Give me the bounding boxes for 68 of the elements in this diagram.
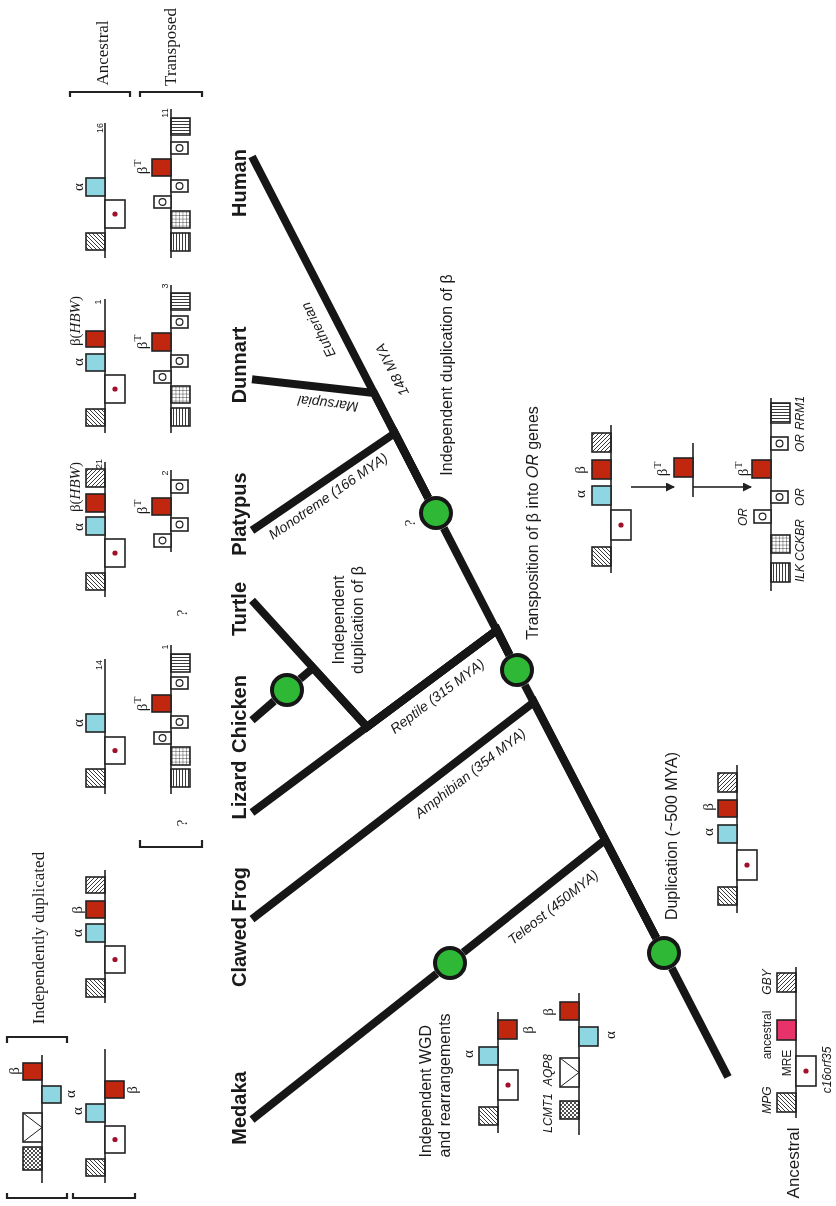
gene-label: β <box>124 1086 140 1094</box>
question-mark: ? <box>174 819 190 827</box>
species-label: Chicken <box>212 675 252 753</box>
chromosome-number: 11 <box>160 108 170 118</box>
gene-label: α <box>572 490 588 498</box>
species-label: Platypus <box>212 472 252 556</box>
question-mark: ? <box>402 519 418 527</box>
gene-name: MRE <box>781 1049 793 1077</box>
species-label: Lizard <box>212 760 252 820</box>
gene-label: β <box>540 1008 556 1016</box>
chromosome-number: 3 <box>160 283 170 289</box>
chromosome-number: 1 <box>93 299 103 305</box>
group-label: Independently duplicated <box>29 851 47 1025</box>
event-label: Independent duplication of β <box>437 274 457 476</box>
gene-name: RRM1 <box>794 396 806 430</box>
gene-label: β <box>69 906 85 914</box>
gene-name: OR <box>794 488 806 506</box>
gene-label: β <box>6 1067 22 1075</box>
gene-name: ancestral <box>761 1010 773 1060</box>
gene-cluster-drawing <box>673 443 695 497</box>
group-label: Transposed <box>161 8 179 86</box>
gene-cluster-drawing <box>751 398 791 591</box>
gene-label: α <box>62 1090 78 1098</box>
gene-name: AQP8 <box>542 1054 554 1086</box>
gene-label: β <box>700 803 716 811</box>
gene-label: α <box>602 1031 618 1039</box>
gene-label: β(HBW) <box>67 461 83 513</box>
gene-name: OR <box>737 508 749 526</box>
gene-label: α <box>69 929 85 937</box>
gene-label: α <box>70 183 86 191</box>
gene-label: α <box>69 1107 85 1115</box>
gene-name: CCKBR <box>794 519 806 561</box>
chromosome-number: 21 <box>94 459 104 469</box>
chromosome-number: 1 <box>160 644 170 650</box>
group-label: Ancestral <box>93 20 111 86</box>
gene-label: α <box>70 719 86 727</box>
gene-name: c16orf35 <box>821 1046 833 1094</box>
gene-label: α <box>70 523 86 531</box>
group-label: Ancestral <box>784 1127 802 1199</box>
chromosome-number: 14 <box>94 660 104 670</box>
gene-label: α <box>70 358 86 366</box>
gene-label: β <box>572 466 588 474</box>
gene-name: ILK <box>794 564 806 582</box>
gene-label: α <box>700 828 716 836</box>
question-mark: ? <box>174 609 190 617</box>
arrow <box>692 482 752 492</box>
gene-name: OR <box>794 434 806 452</box>
gene-name: MPG <box>761 1086 773 1114</box>
event-label: Transposition of β into OR genes <box>523 406 543 640</box>
gene-label: α <box>460 1050 476 1058</box>
event-label: Independent duplication of β <box>328 565 367 676</box>
divergence-label: 148 MYA <box>372 341 412 399</box>
gene-name: GBY <box>761 969 773 995</box>
species-label: Medaka <box>212 1071 252 1145</box>
species-label: Turtle <box>212 581 252 637</box>
arrow <box>630 482 675 492</box>
event-label: Duplication (~500 MYA) <box>662 751 682 921</box>
gene-cluster-drawing <box>591 425 632 573</box>
chromosome-number: 16 <box>95 123 105 133</box>
gene-label: β <box>520 1026 536 1034</box>
event-label: Independent WGD and rearrangements <box>415 1012 454 1158</box>
species-label: Human <box>212 149 252 217</box>
edge-label: Marsupial <box>297 393 359 415</box>
species-label: Clawed Frog <box>212 867 252 987</box>
gene-name: LCMT1 <box>542 1093 554 1133</box>
species-label: Dunnart <box>212 326 252 404</box>
gene-label: β(HBW) <box>67 295 83 347</box>
chromosome-number: 2 <box>160 470 170 476</box>
